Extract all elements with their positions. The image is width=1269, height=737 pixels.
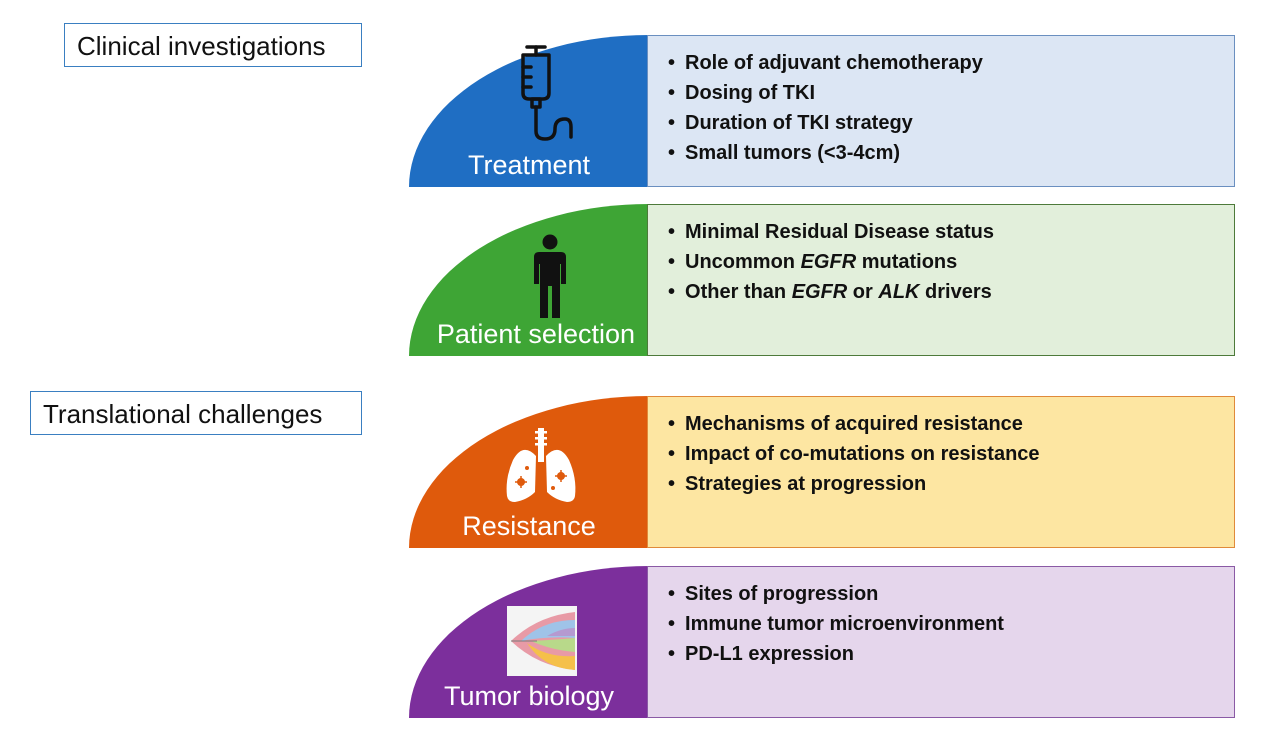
resistance-box: Mechanisms of acquired resistanceImpact … xyxy=(647,396,1235,548)
resistance-items: Mechanisms of acquired resistanceImpact … xyxy=(668,409,1040,499)
treatment-box: Role of adjuvant chemotherapyDosing of T… xyxy=(647,35,1235,187)
tumor-biology-dome: Tumor biology xyxy=(409,566,649,718)
patient-selection-dome: Patient selection xyxy=(409,204,649,356)
treatment-dome: Treatment xyxy=(409,35,649,187)
clonal-evolution-icon xyxy=(507,606,577,676)
list-item: Strategies at progression xyxy=(668,469,1040,499)
tumor-biology-card: Tumor biology Sites of progressionImmune… xyxy=(409,566,1235,718)
treatment-card: Treatment Role of adjuvant chemotherapyD… xyxy=(409,35,1235,187)
iv-drip-icon xyxy=(521,45,573,141)
resistance-label: Resistance xyxy=(462,511,596,541)
list-item: PD-L1 expression xyxy=(668,639,1004,669)
section-label-translational: Translational challenges xyxy=(30,391,362,435)
lungs-icon xyxy=(506,428,576,502)
person-icon xyxy=(534,234,566,318)
list-item: Duration of TKI strategy xyxy=(668,108,983,138)
patient-selection-label: Patient selection xyxy=(436,319,635,349)
list-item: Sites of progression xyxy=(668,579,1004,609)
tumor-biology-label: Tumor biology xyxy=(443,681,615,711)
tumor-biology-box: Sites of progressionImmune tumor microen… xyxy=(647,566,1235,718)
section-label-clinical: Clinical investigations xyxy=(64,23,362,67)
list-item: Role of adjuvant chemotherapy xyxy=(668,48,983,78)
list-item: Immune tumor microenvironment xyxy=(668,609,1004,639)
list-item: Small tumors (<3-4cm) xyxy=(668,138,983,168)
resistance-dome: Resistance xyxy=(409,396,649,548)
patient-selection-card: Patient selection Minimal Residual Disea… xyxy=(409,204,1235,356)
patient-selection-items: Minimal Residual Disease statusUncommon … xyxy=(668,217,994,307)
patient-selection-box: Minimal Residual Disease statusUncommon … xyxy=(647,204,1235,356)
treatment-items: Role of adjuvant chemotherapyDosing of T… xyxy=(668,48,983,168)
list-item: Mechanisms of acquired resistance xyxy=(668,409,1040,439)
tumor-biology-items: Sites of progressionImmune tumor microen… xyxy=(668,579,1004,669)
treatment-label: Treatment xyxy=(467,150,591,180)
list-item: Dosing of TKI xyxy=(668,78,983,108)
list-item: Minimal Residual Disease status xyxy=(668,217,994,247)
resistance-card: Resistance Mechanisms of acquired resist… xyxy=(409,396,1235,548)
list-item: Impact of co-mutations on resistance xyxy=(668,439,1040,469)
list-item: Uncommon EGFR mutations xyxy=(668,247,994,277)
list-item: Other than EGFR or ALK drivers xyxy=(668,277,994,307)
